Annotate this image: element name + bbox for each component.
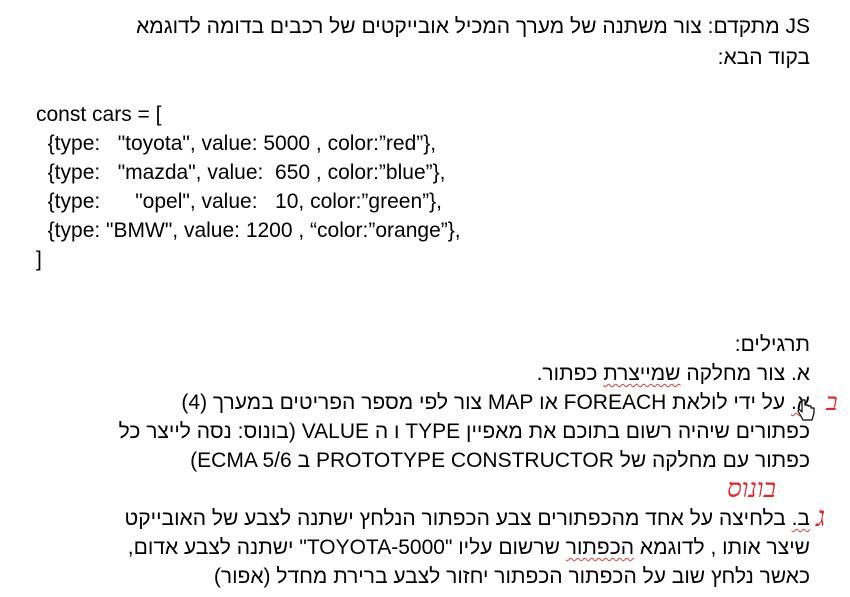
spellcheck-word: שמייצרת bbox=[603, 362, 681, 385]
exercise-a2-line-3: כפתור עם מחלקה של PROTOTYPE CONSTRUCTOR … bbox=[190, 449, 810, 472]
exercise-b-text: בלחיצה על אחד מהכפתורים צבע הכפתור הנלחץ… bbox=[124, 507, 792, 530]
exercise-a2-line-1: א. על ידי לולאת FOREACH או MAP צור לפי מ… bbox=[181, 388, 810, 417]
exercise-a2-line-2: כפתורים שיהיה רשום בתוכם את מאפיין TYPE … bbox=[118, 420, 810, 443]
exercise-b-line-3: כאשר נלחץ שוב על הכפתור הכפתור יחזור לצב… bbox=[213, 565, 810, 588]
intro-line-1: JS מתקדם: צור משתנה של מערך המכיל אובייק… bbox=[136, 15, 810, 38]
code-line: {type: "BMW", value: 1200 , “color:”oran… bbox=[36, 219, 461, 242]
code-line: const cars = [ bbox=[36, 103, 162, 126]
exercise-b-marker: ב. bbox=[791, 507, 810, 530]
spellcheck-word: הכפתור bbox=[565, 536, 635, 559]
handwritten-bonus-note: בונוס bbox=[727, 474, 777, 504]
exercises-heading: תרגילים: bbox=[734, 333, 810, 356]
exercise-a2-text: על ידי לולאת FOREACH או MAP צור לפי מספר… bbox=[181, 391, 791, 414]
exercise-b-line-1: ב. בלחיצה על אחד מהכפתורים צבע הכפתור הנ… bbox=[125, 504, 810, 533]
hand-cursor-icon bbox=[797, 399, 815, 421]
exercise-a1: א. צור מחלקה שמייצרת כפתור. bbox=[537, 359, 810, 388]
code-line: ] bbox=[36, 248, 42, 271]
exercise-b-line-2: שיצר אותו , לדוגמא הכפתור שרשום עליו "TO… bbox=[128, 533, 810, 562]
code-line: {type: "toyota", value: 5000 , color:”re… bbox=[36, 132, 437, 155]
code-line: {type: "mazda", value: 650 , color:”blue… bbox=[36, 161, 446, 184]
exercise-b-line-2-start: שיצר אותו , לדוגמא bbox=[634, 536, 810, 559]
code-line: {type: "opel", value: 10, color:”green”}… bbox=[36, 190, 442, 213]
intro-line-2: בקוד הבא: bbox=[717, 46, 810, 69]
handwritten-mark-a: ב bbox=[826, 388, 838, 416]
exercise-b-line-2-end: שרשום עליו "TOYOTA-5000" ישתנה לצבע אדום… bbox=[127, 536, 566, 559]
exercise-a1-text: א. צור מחלקה bbox=[680, 362, 810, 385]
exercise-a1-text-end: כפתור. bbox=[536, 362, 604, 385]
handwritten-mark-b: ג bbox=[816, 500, 826, 533]
